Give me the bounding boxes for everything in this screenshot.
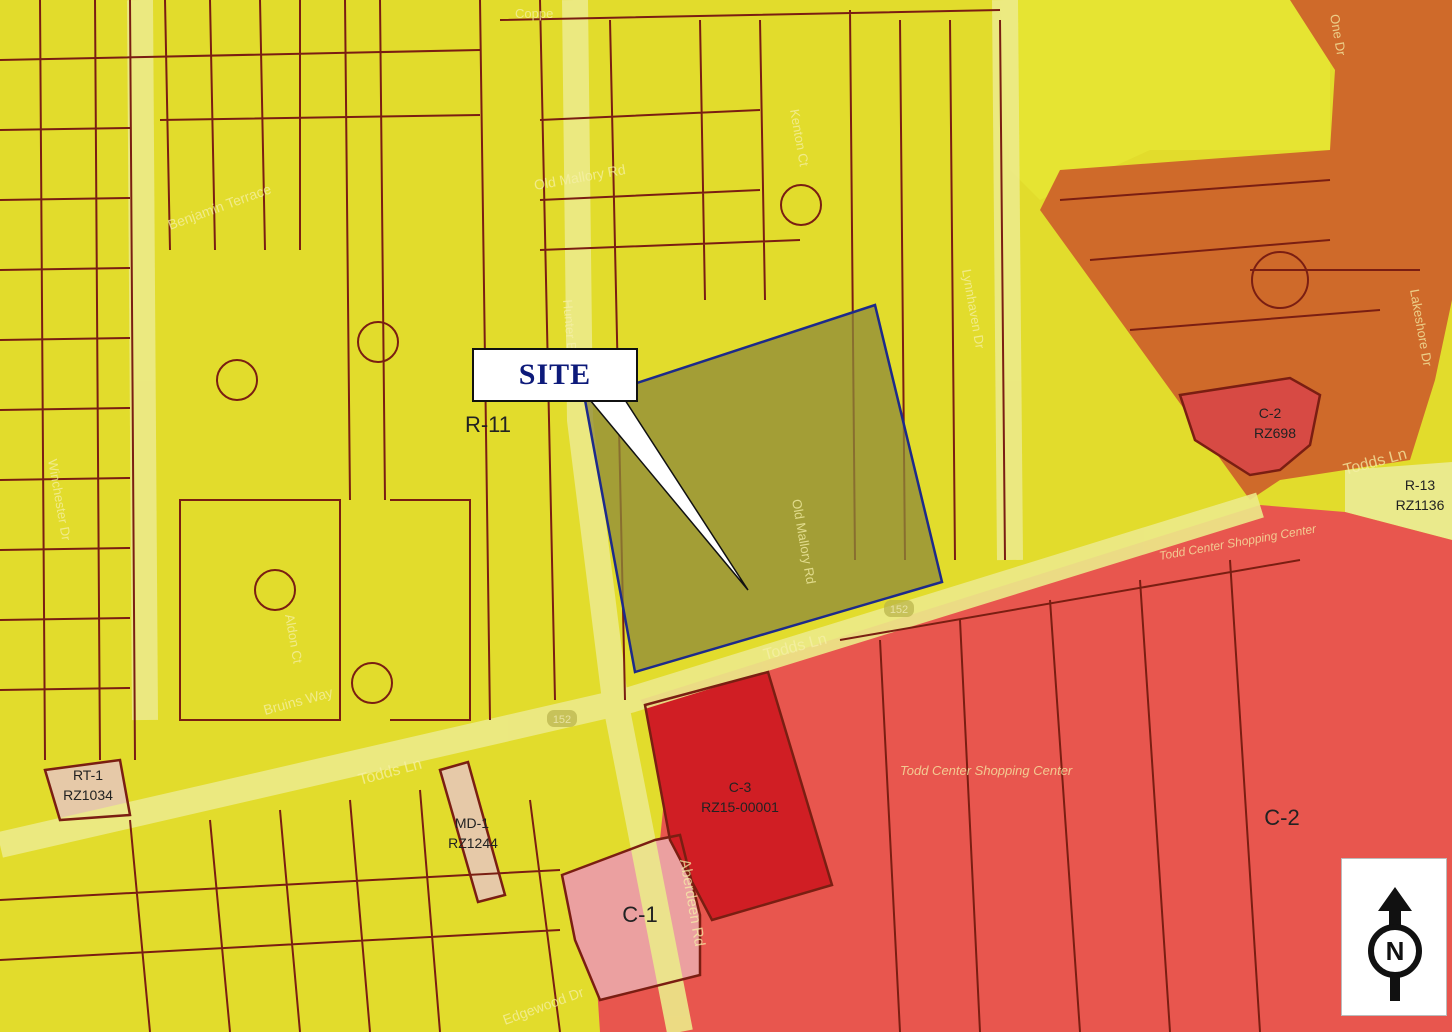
open-area	[1000, 0, 1330, 200]
zone-label-r13: R-13	[1405, 477, 1436, 493]
north-arrow-letter: N	[1386, 936, 1405, 966]
roads	[0, 0, 1264, 1032]
site-parcel[interactable]	[583, 303, 944, 674]
zone-case-rz1244: RZ1244	[448, 835, 498, 851]
zone-case-rz15-00001: RZ15-00001	[701, 799, 779, 815]
site-callout-label: SITE	[518, 358, 592, 391]
zone-c2-area	[590, 505, 1452, 1032]
zone-label-rt1: RT-1	[73, 767, 103, 783]
zone-label-c3: C-3	[729, 779, 752, 795]
route-badge-east: 152	[890, 604, 908, 616]
zone-md1-area	[440, 762, 505, 902]
street-label-coppe: Coppe	[515, 6, 553, 21]
north-arrow-box: N	[1341, 858, 1447, 1016]
route-badges: 152 152	[547, 600, 914, 727]
street-label-one-dr: One Dr	[1327, 13, 1349, 58]
zone-labels: R-11 C-2 RZ698 R-13 RZ1136 C-3 RZ15-0000…	[63, 405, 1444, 927]
zone-label-c2-rz698: C-2	[1259, 405, 1282, 421]
zone-label-r11: R-11	[465, 412, 511, 437]
route-badge-east-shape	[884, 600, 914, 617]
site-callout: SITE	[472, 348, 638, 402]
zone-rt1-area	[45, 760, 130, 820]
zone-case-rz1034: RZ1034	[63, 787, 113, 803]
zone-orange-area	[1040, 0, 1452, 500]
street-label-todd-center-south: Todd Center Shopping Center	[900, 763, 1073, 778]
zone-case-rz698: RZ698	[1254, 425, 1296, 441]
zone-c2-rz698-area	[1180, 378, 1320, 475]
north-arrow-icon: N	[1368, 887, 1422, 1001]
route-badge-west-shape	[547, 710, 577, 727]
zone-boundaries	[43, 376, 1322, 1002]
zone-r13-area	[1345, 462, 1452, 540]
zone-label-md1: MD-1	[455, 815, 489, 831]
zone-label-c1: C-1	[622, 902, 657, 927]
zone-case-rz1136: RZ1136	[1396, 497, 1445, 513]
route-badge-west: 152	[553, 714, 571, 726]
zone-c3-area	[645, 672, 832, 920]
zone-label-c2: C-2	[1264, 805, 1299, 830]
